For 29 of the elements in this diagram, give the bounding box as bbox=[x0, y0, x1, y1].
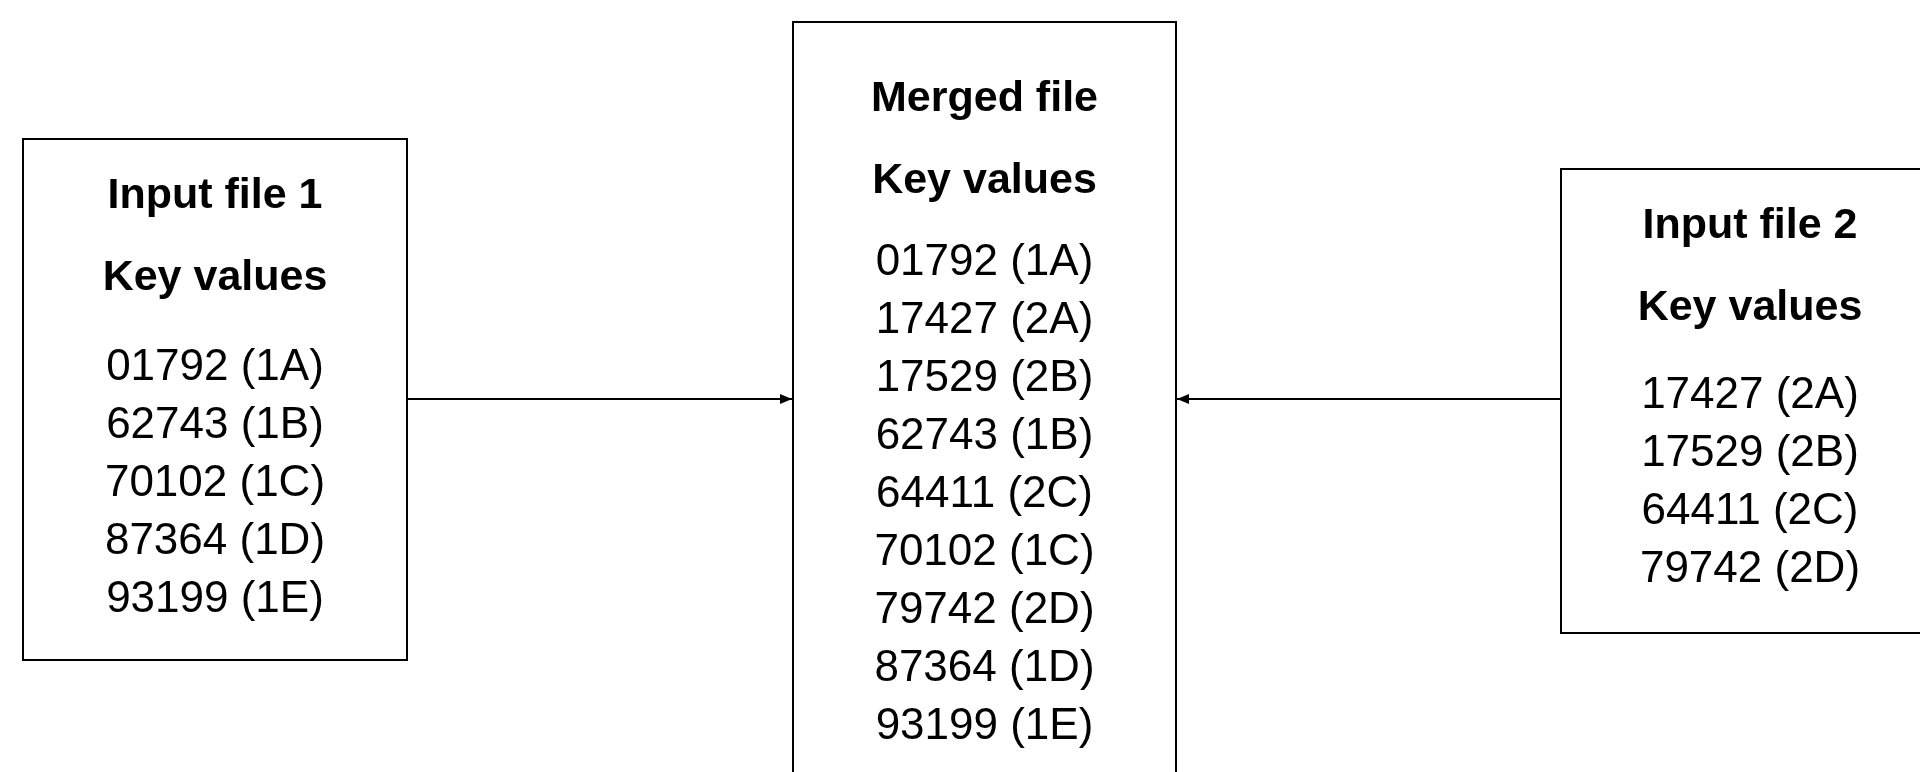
key-value: 87364 (1D) bbox=[104, 513, 326, 565]
key-value: 70102 (1C) bbox=[104, 455, 326, 507]
box-subtitle: Key values bbox=[102, 250, 328, 300]
box-subtitle: Key values bbox=[872, 153, 1097, 203]
key-value: 17427 (2A) bbox=[1641, 367, 1859, 419]
arrow bbox=[1176, 394, 1561, 404]
file-box bbox=[1560, 168, 1920, 634]
key-value: 17529 (2B) bbox=[1641, 425, 1859, 477]
key-value: 93199 (1E) bbox=[875, 698, 1094, 750]
key-value: 62743 (1B) bbox=[106, 397, 324, 449]
key-value: 79742 (2D) bbox=[874, 582, 1095, 634]
box-title: Input file 1 bbox=[107, 168, 323, 218]
file-box bbox=[22, 138, 408, 661]
key-value: 64411 (2C) bbox=[876, 466, 1093, 518]
key-value: 62743 (1B) bbox=[875, 408, 1094, 460]
key-value: 01792 (1A) bbox=[106, 339, 324, 391]
box-title: Merged file bbox=[871, 71, 1098, 121]
key-value: 79742 (2D) bbox=[1639, 541, 1861, 593]
key-value: 01792 (1A) bbox=[875, 234, 1094, 286]
box-title: Input file 2 bbox=[1642, 198, 1858, 248]
key-value: 93199 (1E) bbox=[106, 571, 324, 623]
key-value: 70102 (1C) bbox=[874, 524, 1095, 576]
arrow bbox=[407, 394, 793, 404]
key-value: 87364 (1D) bbox=[874, 640, 1095, 692]
key-value: 64411 (2C) bbox=[1641, 483, 1859, 535]
key-value: 17529 (2B) bbox=[875, 350, 1094, 402]
key-value: 17427 (2A) bbox=[875, 292, 1094, 344]
box-subtitle: Key values bbox=[1637, 280, 1863, 330]
file-box bbox=[792, 21, 1177, 772]
